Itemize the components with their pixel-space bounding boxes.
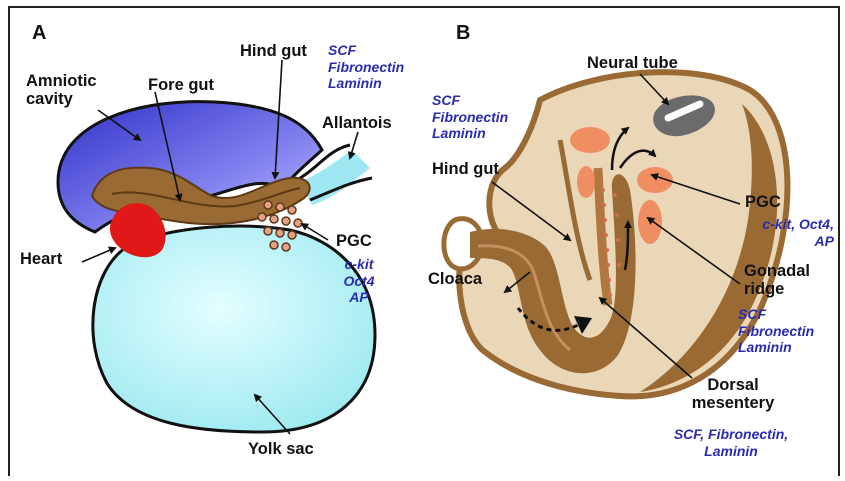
marker-ap-a: AP	[336, 289, 382, 306]
amniotic-label-line-2: cavity	[26, 90, 97, 108]
factor-fibronectin-gonadal: Fibronectin	[738, 323, 814, 340]
hind-gut-label-a: Hind gut	[240, 42, 307, 60]
pgc-label-b: PGC	[745, 193, 781, 211]
gonadal-label-line-2: ridge	[744, 280, 810, 298]
factor-laminin-mesentery: Laminin	[656, 443, 806, 460]
dorsal-mesentery-factors: SCF, Fibronectin, Laminin	[656, 426, 806, 459]
hind-gut-label-b: Hind gut	[432, 160, 499, 178]
panel-a-label: A	[32, 22, 46, 44]
pgc-markers-b: c-kit, Oct4, AP	[738, 216, 834, 249]
hind-gut-factors-a: SCF Fibronectin Laminin	[328, 42, 404, 92]
marker-ckit-oct4-b: c-kit, Oct4,	[738, 216, 834, 233]
amniotic-cavity-label: Amniotic cavity	[26, 72, 97, 109]
fore-gut-label: Fore gut	[148, 76, 214, 94]
factor-laminin-a: Laminin	[328, 75, 404, 92]
marker-ckit-a: c-kit	[336, 256, 382, 273]
marker-ap-b: AP	[738, 233, 834, 250]
yolk-sac-label: Yolk sac	[248, 440, 314, 458]
factor-laminin-b: Laminin	[432, 125, 508, 142]
heart-label: Heart	[20, 250, 62, 268]
panel-b-label: B	[456, 22, 470, 44]
gonadal-label-line-1: Gonadal	[744, 262, 810, 280]
marker-oct4-a: Oct4	[336, 273, 382, 290]
gonadal-ridge-label: Gonadal ridge	[744, 262, 810, 299]
neural-tube-label: Neural tube	[587, 54, 678, 72]
pgc-markers-a: c-kit Oct4 AP	[336, 256, 382, 306]
allantois-label: Allantois	[322, 114, 392, 132]
gonadal-ridge-factors: SCF Fibronectin Laminin	[738, 306, 814, 356]
factor-fibronectin-a: Fibronectin	[328, 59, 404, 76]
factor-scf-b: SCF	[432, 92, 508, 109]
hind-gut-factors-b: SCF Fibronectin Laminin	[432, 92, 508, 142]
yolk-sac-shape	[93, 226, 375, 432]
dorsal-label-line-2: mesentery	[678, 394, 788, 412]
pgc-label-a: PGC	[336, 232, 372, 250]
factor-fibronectin-b: Fibronectin	[432, 109, 508, 126]
dorsal-label-line-1: Dorsal	[678, 376, 788, 394]
factor-scf-fibronectin-mesentery: SCF, Fibronectin,	[656, 426, 806, 443]
cloaca-label: Cloaca	[428, 270, 482, 288]
amniotic-label-line-1: Amniotic	[26, 72, 97, 90]
factor-laminin-gonadal: Laminin	[738, 339, 814, 356]
dorsal-mesentery-label: Dorsal mesentery	[678, 376, 788, 413]
factor-scf-a: SCF	[328, 42, 404, 59]
factor-scf-gonadal: SCF	[738, 306, 814, 323]
